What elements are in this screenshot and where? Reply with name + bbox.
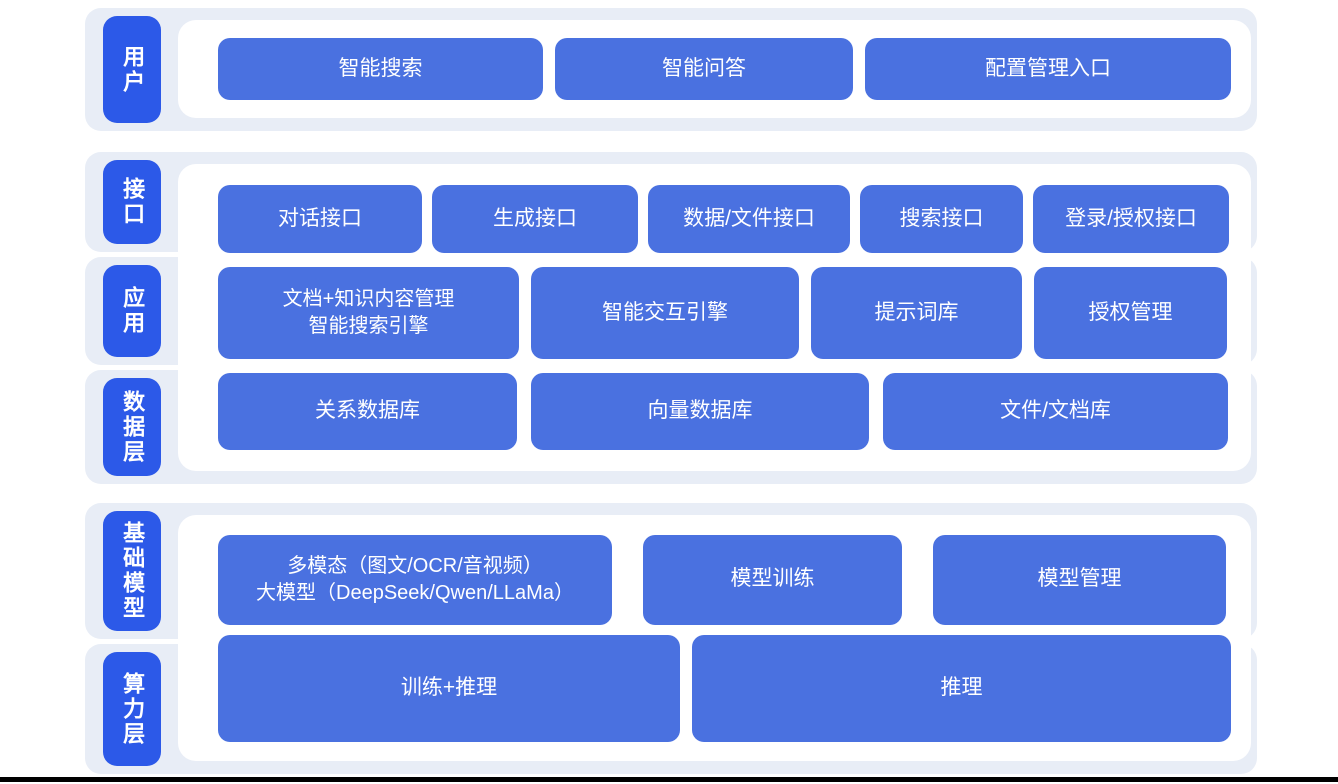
layer-tab-foundation-model-label: 基础模型 (120, 521, 146, 621)
application-row: 文档+知识内容管理 智能搜索引擎 智能交互引擎 提示词库 授权管理 (218, 267, 1231, 359)
layer-tab-compute-layer: 算力层 (103, 652, 161, 766)
node-dialog-api: 对话接口 (218, 185, 422, 253)
layer-tab-application-label: 应用 (120, 286, 146, 336)
layer-tab-data-layer: 数据层 (103, 378, 161, 476)
node-smart-qa: 智能问答 (555, 38, 853, 100)
layer-tab-compute-layer-label: 算力层 (120, 671, 146, 747)
node-auth-management: 授权管理 (1034, 267, 1227, 359)
node-config-management-entry: 配置管理入口 (865, 38, 1231, 100)
node-inference: 推理 (692, 634, 1231, 742)
node-relational-database: 关系数据库 (218, 373, 517, 450)
node-doc-knowledge-search-engine: 文档+知识内容管理 智能搜索引擎 (218, 267, 519, 359)
interface-row: 对话接口 生成接口 数据/文件接口 搜索接口 登录/授权接口 (218, 185, 1231, 253)
middle-layer-panel: 对话接口 生成接口 数据/文件接口 搜索接口 登录/授权接口 文档+知识内容管理… (178, 164, 1251, 471)
node-search-api: 搜索接口 (860, 185, 1023, 253)
layer-tab-user-label: 用户 (120, 44, 146, 95)
node-multimodal-llm: 多模态（图文/OCR/音视频） 大模型（DeepSeek/Qwen/LLaMa） (218, 534, 612, 625)
section-middle-layers: 接口 应用 数据层 对话接口 生成接口 数据/ (85, 152, 1257, 484)
node-model-management: 模型管理 (933, 534, 1226, 625)
bottom-divider-line (0, 777, 1338, 782)
node-training-inference: 训练+推理 (218, 634, 680, 742)
node-vector-database: 向量数据库 (531, 373, 869, 450)
node-smart-search: 智能搜索 (218, 38, 543, 100)
node-model-training: 模型训练 (643, 534, 902, 625)
node-data-file-api: 数据/文件接口 (648, 185, 850, 253)
layer-tab-user: 用户 (103, 16, 161, 123)
node-smart-interaction-engine: 智能交互引擎 (531, 267, 799, 359)
diagram-content: 用户 智能搜索 智能问答 配置管理入口 接口 (85, 8, 1257, 774)
layer-tab-foundation-model: 基础模型 (103, 511, 161, 631)
data-layer-row: 关系数据库 向量数据库 文件/文档库 (218, 373, 1231, 450)
user-layer-row: 智能搜索 智能问答 配置管理入口 (218, 38, 1231, 100)
foundation-model-row: 多模态（图文/OCR/音视频） 大模型（DeepSeek/Qwen/LLaMa）… (218, 534, 1231, 625)
layer-tab-application: 应用 (103, 265, 161, 357)
node-generation-api: 生成接口 (432, 185, 638, 253)
layer-tab-interface-label: 接口 (120, 177, 146, 227)
compute-layer-row: 训练+推理 推理 (218, 634, 1231, 742)
node-prompt-library: 提示词库 (811, 267, 1022, 359)
node-login-auth-api: 登录/授权接口 (1033, 185, 1229, 253)
section-user-layer: 用户 智能搜索 智能问答 配置管理入口 (85, 8, 1257, 131)
node-file-document-store: 文件/文档库 (883, 373, 1228, 450)
layer-tab-interface: 接口 (103, 160, 161, 244)
layer-tab-data-layer-label: 数据层 (120, 389, 146, 465)
section-foundation-layers: 基础模型 算力层 多模态（图文/OCR/音视频） 大模型（DeepSeek/Qw… (85, 503, 1257, 774)
user-layer-panel: 智能搜索 智能问答 配置管理入口 (178, 20, 1251, 118)
foundation-layer-panel: 多模态（图文/OCR/音视频） 大模型（DeepSeek/Qwen/LLaMa）… (178, 515, 1251, 761)
